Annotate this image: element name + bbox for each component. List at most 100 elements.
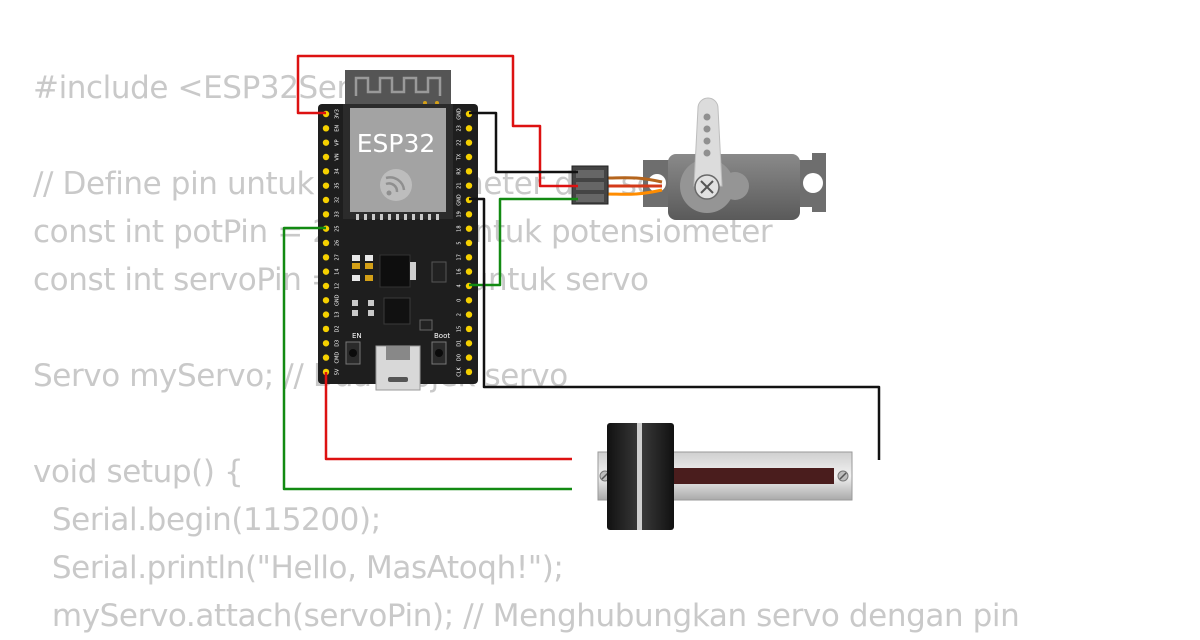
wire-pot-vcc-red [324,372,572,461]
pin-label: 3V3 [335,109,341,119]
pot-slider-knob[interactable] [607,423,674,530]
header-pin[interactable] [322,354,330,361]
pin-label: GND [457,108,463,120]
pin-label: CMD [335,352,341,364]
pin-label: D1 [457,340,463,347]
espressif-logo-icon [380,169,412,201]
pin-label: VN [335,153,341,160]
pin-label: 19 [457,211,463,217]
header-pin[interactable] [465,225,473,232]
wire-pot-gnd-black [469,197,881,460]
pin-label: VP [335,139,341,145]
pin-label: 27 [335,254,341,260]
code-line: Serial.begin(115200); [33,502,381,538]
pin-label: 13 [335,311,341,317]
header-pin[interactable] [322,311,330,318]
header-pin[interactable] [465,168,473,175]
header-pin[interactable] [322,182,330,189]
header-pin[interactable] [465,268,473,275]
pin-label: D3 [335,340,341,347]
header-pin[interactable] [465,239,473,247]
pin-label: 15 [457,326,463,332]
pin-label: 0 [457,299,463,302]
pin-label: 25 [335,225,341,231]
servo-motor[interactable] [643,97,826,220]
pin-label: 12 [335,283,341,289]
pin-label: GND [335,294,341,306]
pin-label: 21 [457,182,463,188]
pin-label: 5 [457,241,463,244]
en-button[interactable] [345,341,361,365]
pin-label: TX [457,153,463,161]
wires [282,54,881,491]
boot-label: Boot [434,332,450,340]
header-pin[interactable] [322,325,330,333]
pin-label: 26 [335,240,341,246]
header-pin[interactable] [322,239,330,247]
esp32-board[interactable]: ESP32 EN Boot [318,70,478,391]
module-pads [356,214,439,220]
header-pin[interactable] [322,268,330,275]
header-pin[interactable] [465,139,473,146]
pin-label: 22 [457,139,463,145]
header-pin[interactable] [465,311,473,318]
header-pin[interactable] [322,139,330,146]
header-pin[interactable] [322,168,330,175]
header-pin[interactable] [322,211,330,218]
header-pin[interactable] [465,182,473,189]
slide-potentiometer[interactable] [597,423,853,530]
pin-label: 35 [335,182,341,188]
pin-label: D2 [335,325,341,332]
servo-cable [603,176,663,196]
pin-label: 5V [335,368,341,375]
header-pin[interactable] [465,340,473,347]
pin-label: 34 [335,168,341,174]
code-line: Serial.println("Hello, MasAtoqh!"); [33,550,564,586]
header-pin[interactable] [465,254,473,261]
wire-servo-vcc-red [296,54,578,188]
wire-servo-gnd-black [469,111,578,174]
code-line: void setup() { [33,454,244,490]
antenna [345,70,451,106]
pin-label: GND [457,194,463,206]
header-pin[interactable] [465,368,473,376]
header-pin[interactable] [322,340,330,347]
wire-pot-signal-green [282,226,572,491]
pin-label: RX [457,167,463,174]
pot-track [668,468,834,484]
pin-label: 2 [457,313,463,316]
pin-label: 17 [457,254,463,260]
pin-label: 4 [457,284,463,287]
header-pin[interactable] [465,354,473,361]
pin-label: 16 [457,268,463,274]
header-pin[interactable] [465,211,473,218]
header-pin[interactable] [465,297,473,304]
pin-label: 14 [335,268,341,274]
wire-servo-signal-green [469,197,578,287]
header-pin[interactable] [465,325,473,333]
esp32-label: ESP32 [357,129,436,158]
en-label: EN [352,332,362,340]
usb-port [375,345,421,391]
pin-label: EN [335,125,341,132]
header-pin[interactable] [322,282,330,290]
pin-label: CLK [457,366,463,376]
code-line: myServo.attach(servoPin); // Menghubungk… [33,598,1020,634]
pin-label: 32 [335,197,341,203]
header-pin[interactable] [465,153,473,161]
pin-label: D0 [457,354,463,361]
header-pin[interactable] [322,297,330,304]
header-pin[interactable] [322,125,330,132]
pin-label: 18 [457,225,463,231]
header-pin[interactable] [322,254,330,261]
smd-components [352,254,447,331]
header-pin[interactable] [465,125,473,132]
header-pin[interactable] [322,196,330,204]
header-pin[interactable] [322,153,330,161]
boot-button[interactable] [431,341,447,365]
pin-label: 33 [335,211,341,217]
header-pin[interactable] [322,368,330,376]
